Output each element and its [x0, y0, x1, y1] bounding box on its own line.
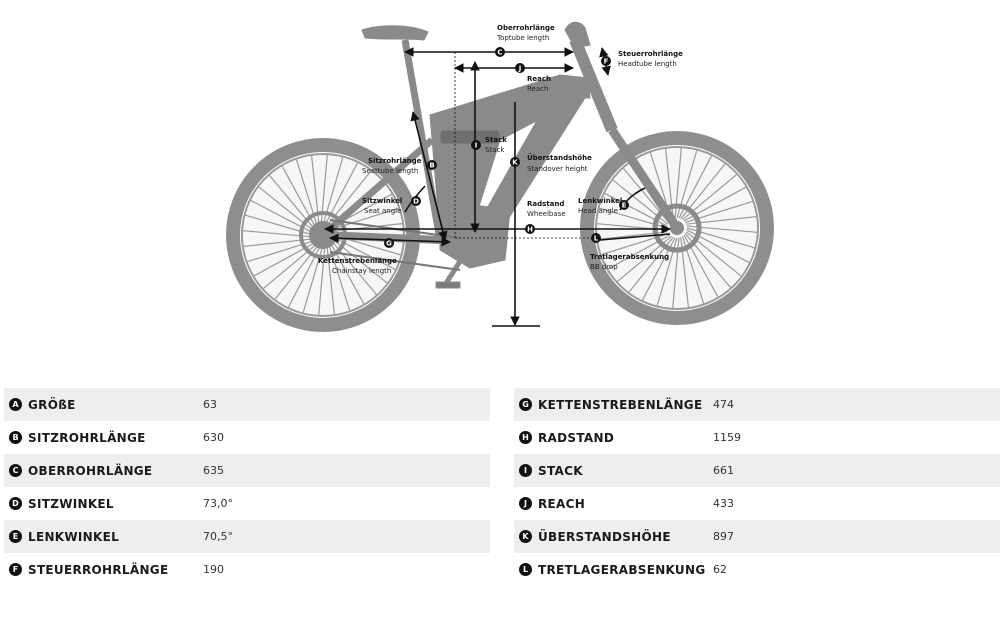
measure-name: KETTENSTREBENLÄNGE — [538, 397, 703, 412]
label-stack-de: Stack — [485, 136, 507, 144]
label-reach-en: Reach — [527, 85, 548, 93]
measure-value: 73,0° — [203, 497, 233, 510]
measure-value: 897 — [713, 530, 734, 543]
marker-steuerrohr: F — [601, 56, 611, 66]
geometry-row: D SITZWINKEL 73,0° — [4, 487, 490, 520]
letter-badge: E — [9, 530, 22, 543]
measure-value: 661 — [713, 464, 734, 477]
bike-frame — [320, 21, 681, 289]
marker-standover: K — [510, 157, 520, 167]
measure-value: 190 — [203, 563, 224, 576]
label-seattube-en: Seattube length — [362, 167, 418, 175]
label-bbdrop-en: BB drop — [590, 263, 618, 271]
measurement-lines — [324, 47, 671, 327]
measure-name: TRETLAGERABSENKUNG — [538, 562, 706, 577]
label-toptube-de: Oberrohrlänge — [497, 24, 555, 32]
measure-value: 635 — [203, 464, 224, 477]
label-headangle-de: Lenkwinkel — [578, 197, 622, 205]
label-stack-en: Stack — [485, 146, 505, 154]
marker-tretlager: L — [591, 233, 601, 243]
label-reach-de: Reach — [527, 75, 551, 83]
measure-name: LENKWINKEL — [28, 529, 120, 544]
marker-sitzwinkel: D — [411, 196, 421, 206]
label-headangle-en: Head angle — [578, 207, 618, 215]
measure-value: 63 — [203, 398, 217, 411]
geometry-row: I STACK 661 — [514, 454, 1000, 487]
svg-text:I: I — [475, 142, 478, 150]
geometry-row: G KETTENSTREBENLÄNGE 474 — [514, 388, 1000, 421]
geometry-row: E LENKWINKEL 70,5° — [4, 520, 490, 553]
marker-kettenstrebe: G — [384, 238, 394, 248]
letter-badge: B — [9, 431, 22, 444]
measure-value: 474 — [713, 398, 734, 411]
marker-radstand: H — [525, 224, 535, 234]
diagram-labels: Oberrohrlänge Toptube length Steuerrohrl… — [318, 24, 683, 275]
measure-name: ÜBERSTANDSHÖHE — [538, 529, 671, 544]
measure-value: 62 — [713, 563, 727, 576]
label-toptube-en: Toptube length — [496, 34, 549, 42]
label-standover-en: Standover height — [527, 165, 588, 173]
label-seatangle-en: Seat angle — [364, 207, 401, 215]
marker-stack: I — [471, 140, 481, 150]
measure-value: 70,5° — [203, 530, 233, 543]
label-seatangle-de: Sitzwinkel — [362, 197, 402, 205]
letter-badge: G — [519, 398, 532, 411]
letter-badge: F — [9, 563, 22, 576]
label-wheelbase-en: Wheelbase — [527, 210, 566, 218]
svg-text:F: F — [604, 58, 609, 66]
letter-badge: L — [519, 563, 532, 576]
letter-badge: A — [9, 398, 22, 411]
geometry-row: A GRÖßE 63 — [4, 388, 490, 421]
measure-value: 630 — [203, 431, 224, 444]
geometry-row: F STEUERROHRLÄNGE 190 — [4, 553, 490, 586]
label-chainstay-en: Chainstay length — [332, 267, 391, 275]
svg-text:G: G — [386, 240, 392, 248]
measure-name: REACH — [538, 496, 586, 511]
measure-name: RADSTAND — [538, 430, 615, 445]
geometry-row: J REACH 433 — [514, 487, 1000, 520]
letter-badge: C — [9, 464, 22, 477]
label-chainstay-de: Kettenstrebenlänge — [318, 257, 397, 265]
svg-text:D: D — [413, 198, 419, 206]
label-headtube-de: Steuerrohrlänge — [618, 50, 683, 58]
measure-value: 1159 — [713, 431, 741, 444]
geometry-row: C OBERROHRLÄNGE 635 — [4, 454, 490, 487]
label-bbdrop-de: Tretlagerabsenkung — [590, 253, 669, 261]
letter-badge: J — [519, 497, 532, 510]
marker-oberrohr: C — [495, 47, 505, 57]
letter-badge: D — [9, 497, 22, 510]
svg-text:K: K — [512, 159, 518, 167]
label-standover-de: Überstandshöhe — [527, 153, 592, 162]
marker-reach: J — [515, 63, 525, 73]
measure-name: STEUERROHRLÄNGE — [28, 562, 169, 577]
geometry-row: H RADSTAND 1159 — [514, 421, 1000, 454]
geometry-row: K ÜBERSTANDSHÖHE 897 — [514, 520, 1000, 553]
marker-sitzrohr: B — [427, 160, 437, 170]
measure-value: 433 — [713, 497, 734, 510]
marker-lenkwinkel: E — [619, 200, 629, 210]
svg-text:J: J — [518, 65, 522, 73]
svg-text:B: B — [429, 162, 434, 170]
bike-geometry-diagram: C F J I B K D H E G L Oberrohrlänge Toptube length… — [226, 21, 774, 332]
measure-name: GRÖßE — [28, 397, 76, 412]
measure-name: OBERROHRLÄNGE — [28, 463, 153, 478]
measure-name: SITZROHRLÄNGE — [28, 430, 146, 445]
letter-badge: H — [519, 431, 532, 444]
label-seattube-de: Sitzrohrlänge — [368, 157, 422, 165]
geometry-row: B SITZROHRLÄNGE 630 — [4, 421, 490, 454]
measure-name: SITZWINKEL — [28, 496, 114, 511]
letter-badge: K — [519, 530, 532, 543]
svg-text:E: E — [622, 202, 627, 210]
svg-text:H: H — [527, 226, 533, 234]
svg-text:C: C — [497, 49, 502, 57]
svg-text:L: L — [594, 235, 599, 243]
marker-circles: C F J I B K D H E G L — [384, 47, 629, 248]
letter-badge: I — [519, 464, 532, 477]
label-headtube-en: Headtube length — [618, 60, 677, 68]
geometry-row: L TRETLAGERABSENKUNG 62 — [514, 553, 1000, 586]
label-wheelbase-de: Radstand — [527, 200, 564, 208]
measure-name: STACK — [538, 463, 583, 478]
